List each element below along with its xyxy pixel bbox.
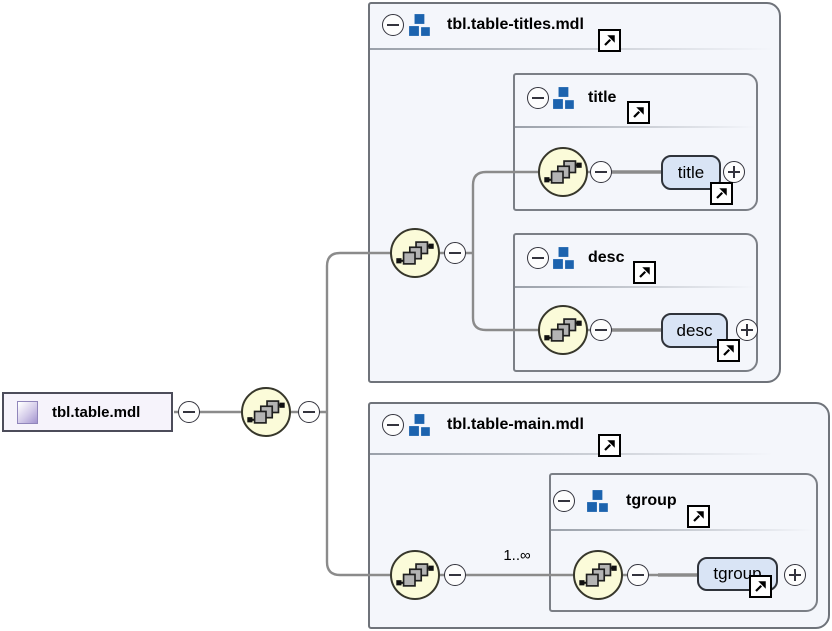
link-icon-main-module[interactable] (598, 434, 621, 457)
collapse-button-tgroup-seq[interactable] (627, 564, 649, 586)
titles-module-title: tbl.table-titles.mdl (447, 16, 584, 33)
expand-button-title[interactable] (723, 161, 745, 183)
link-icon-desc-element[interactable] (717, 339, 740, 362)
collapse-button-title-seq[interactable] (590, 161, 612, 183)
sequence-compositor-main[interactable] (390, 550, 440, 600)
sequence-icon (579, 562, 617, 587)
sequence-compositor-root[interactable] (241, 387, 291, 437)
model-group-icon (408, 413, 432, 437)
model-group-icon (408, 13, 432, 37)
sequence-icon (247, 399, 285, 424)
collapse-button-desc-seq[interactable] (590, 319, 612, 341)
desc-group-title: desc (588, 249, 625, 266)
link-icon-desc-group[interactable] (633, 261, 656, 284)
sequence-compositor-title[interactable] (538, 147, 588, 197)
collapse-button-desc-group[interactable] (527, 247, 549, 269)
sequence-icon (396, 240, 434, 265)
collapse-button-main-module[interactable] (382, 414, 404, 436)
sequence-icon (544, 317, 582, 342)
collapse-button-title-group[interactable] (527, 87, 549, 109)
collapse-button-main-seq[interactable] (444, 564, 466, 586)
collapse-button-root-seq[interactable] (298, 401, 320, 423)
expand-button-desc[interactable] (736, 319, 758, 341)
collapse-button-titles-seq[interactable] (444, 242, 466, 264)
root-element-label: tbl.table.mdl (52, 403, 141, 421)
model-group-icon (552, 86, 576, 110)
sequence-compositor-tgroup[interactable] (573, 550, 623, 600)
expand-button-tgroup[interactable] (784, 564, 806, 586)
model-group-icon (586, 489, 610, 513)
sequence-icon (396, 562, 434, 587)
link-icon-tgroup-element[interactable] (749, 575, 772, 598)
element-box-desc[interactable]: desc (661, 313, 728, 348)
link-icon-tgroup-group[interactable] (687, 505, 710, 528)
collapse-button-titles-module[interactable] (382, 14, 404, 36)
title-group-title: title (588, 89, 617, 106)
element-box-title[interactable]: title (661, 155, 721, 190)
sequence-compositor-titles[interactable] (390, 228, 440, 278)
element-label-title: title (677, 162, 705, 182)
link-icon-title-element[interactable] (710, 182, 733, 205)
element-icon (17, 400, 38, 424)
main-module-title: tbl.table-main.mdl (447, 416, 584, 433)
collapse-button-root[interactable] (178, 401, 200, 423)
link-icon-title-group[interactable] (627, 101, 650, 124)
root-element-box[interactable]: tbl.table.mdl (2, 392, 173, 432)
model-group-icon (552, 246, 576, 270)
link-icon-titles-module[interactable] (598, 29, 621, 52)
element-label-desc: desc (676, 320, 713, 340)
sequence-icon (544, 159, 582, 184)
collapse-button-tgroup-group[interactable] (553, 490, 575, 512)
tgroup-group-title: tgroup (626, 492, 677, 509)
sequence-compositor-desc[interactable] (538, 305, 588, 355)
cardinality-label: 1..∞ (503, 547, 531, 564)
